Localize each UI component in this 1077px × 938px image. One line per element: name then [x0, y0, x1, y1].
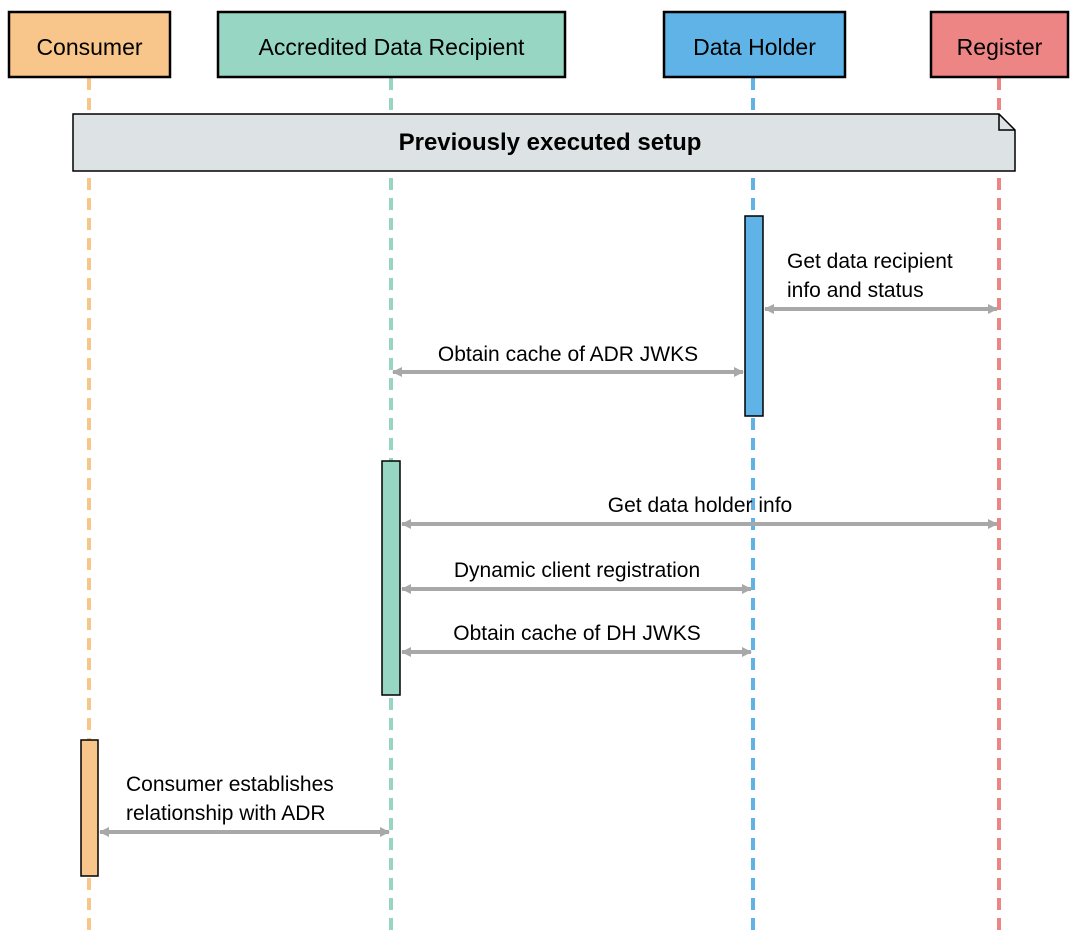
- participant-consumer: Consumer: [7, 10, 172, 79]
- message-label: Dynamic client registration: [454, 559, 700, 582]
- message-dynamic-client-registration: Dynamic client registration: [401, 559, 752, 594]
- note-shape: [72, 113, 1016, 172]
- message-consumer-relationship: Consumer establishes relationship with A…: [99, 773, 390, 837]
- note-label: Previously executed setup: [399, 129, 702, 156]
- message-label-line-1: Get data recipient: [787, 250, 953, 273]
- participant-label-consumer: Consumer: [36, 34, 142, 60]
- activation-bar-consumer: [80, 739, 99, 877]
- activation-bar-adr: [381, 460, 401, 696]
- participant-label-dh: Data Holder: [693, 34, 816, 60]
- message-obtain-adr-jwks: Obtain cache of ADR JWKS: [392, 343, 744, 377]
- setup-note: Previously executed setup: [72, 113, 1016, 172]
- participant-label-adr: Accredited Data Recipient: [259, 34, 526, 60]
- message-label-line-2: relationship with ADR: [126, 802, 326, 825]
- message-label-line-2: info and status: [787, 279, 924, 302]
- activation-bar-dh: [744, 215, 764, 417]
- message-get-data-holder-info: Get data holder info: [401, 494, 998, 529]
- message-label-line-1: Consumer establishes: [126, 773, 334, 796]
- participant-adr: Accredited Data Recipient: [216, 10, 567, 79]
- message-obtain-dh-jwks: Obtain cache of DH JWKS: [401, 622, 752, 657]
- participant-register: Register: [929, 10, 1070, 79]
- participant-box-register: [929, 10, 1070, 79]
- participant-dh: Data Holder: [662, 10, 847, 79]
- message-label: Obtain cache of DH JWKS: [453, 622, 700, 645]
- message-label: Obtain cache of ADR JWKS: [438, 343, 698, 366]
- note-fold-corner: [998, 114, 1015, 131]
- participant-box-consumer: [7, 10, 172, 79]
- participant-label-register: Register: [957, 34, 1043, 60]
- message-get-data-recipient-info: Get data recipient info and status: [764, 250, 998, 314]
- participant-box-dh: [662, 10, 847, 79]
- participant-box-adr: [216, 10, 567, 79]
- message-label: Get data holder info: [608, 494, 792, 517]
